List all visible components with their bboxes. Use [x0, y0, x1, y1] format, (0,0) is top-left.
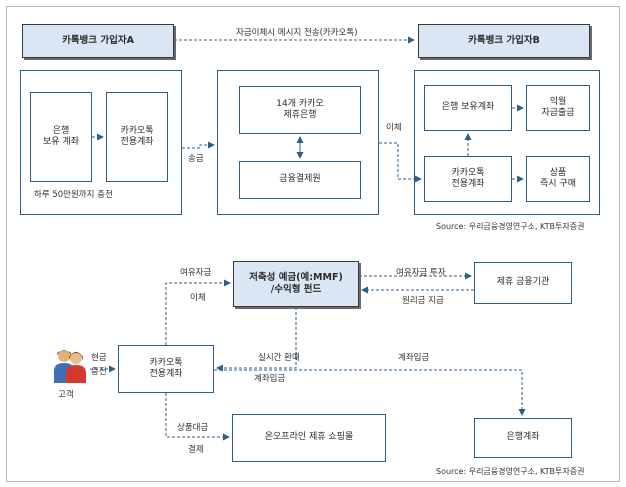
a-bank-account-label: 은행 보유 계좌	[43, 125, 79, 147]
top-source: Source: 우리금융경영연구소, KTB투자증권	[436, 222, 585, 231]
bank-account-box: 은행계좌	[474, 418, 572, 458]
b-kakao-account-label: 카카오톡 전용계좌	[451, 167, 485, 189]
fund-box: 저축성 예금(예:MMF) /수익형 펀드	[233, 261, 359, 307]
transfer-label: 이체	[386, 123, 402, 133]
bottom-source: Source: 우리금융경영연구소, KTB투자증권	[436, 467, 585, 476]
kakao-account-label: 카카오톡 전용계좌	[149, 357, 183, 379]
partner-institution-label: 제휴 금융기관	[496, 277, 550, 288]
b-kakao-account-box: 카카오톡 전용계좌	[424, 156, 512, 202]
arrow-transfer	[379, 142, 422, 183]
bank-b-header: 카톡뱅크 가입자B	[418, 24, 590, 58]
shopping-label: 온오프라인 제휴 쇼핑몰	[264, 432, 354, 443]
fund-label: 저축성 예금(예:MMF) /수익형 펀드	[249, 272, 343, 295]
account-deposit-left-label: 계좌입금	[254, 374, 286, 384]
partner-banks-box: 14개 카카오 제휴은행	[239, 86, 361, 134]
shopping-box: 온오프라인 제휴 쇼핑몰	[232, 414, 386, 462]
a-kakao-account-label: 카카오톡 전용계좌	[120, 125, 154, 147]
bank-b-label: 카톡뱅크 가입자B	[468, 35, 540, 47]
account-deposit-right-label: 계좌입금	[398, 353, 430, 363]
arrow-payment	[165, 393, 230, 441]
b-bank-account-label: 은행 보유계좌	[441, 102, 495, 113]
settlement-center-box: 금융결제원	[239, 161, 361, 199]
settlement-center-label: 금융결제원	[279, 174, 321, 185]
b-bank-account-box: 은행 보유계좌	[424, 85, 512, 131]
b-purchase-box: 상품 즉시 구매	[526, 156, 590, 202]
b-purchase-label: 상품 즉시 구매	[540, 167, 576, 189]
a-bank-account-box: 은행 보유 계좌	[30, 92, 92, 182]
payment-label: 결제	[188, 445, 204, 455]
bank-a-header: 카톡뱅크 가입자A	[22, 24, 174, 58]
a-kakao-account-box: 카카오톡 전용계좌	[106, 92, 168, 182]
kakao-account-box: 카카오톡 전용계좌	[118, 345, 214, 393]
customer-icon	[52, 347, 88, 385]
partner-banks-label: 14개 카카오 제휴은행	[276, 98, 324, 120]
realtime-redeem-label: 실시간 환매	[258, 353, 300, 363]
principal-pay-label: 원리금 지급	[402, 296, 444, 306]
cash-label: 현금	[91, 353, 107, 363]
b-withdraw-box: 익월 자금출금	[526, 85, 590, 131]
bottom-transfer-label: 이체	[190, 293, 206, 303]
product-price-label: 상품대금	[177, 423, 209, 433]
customer-label: 고객	[58, 390, 74, 400]
arrow-deposit	[214, 369, 526, 416]
bank-account-label: 은행계좌	[506, 432, 540, 443]
send-label: 송금	[188, 154, 204, 164]
bank-a-label: 카톡뱅크 가입자A	[62, 35, 134, 47]
partner-institution-box: 제휴 금융기관	[474, 262, 572, 304]
surplus-funds-label: 여유자금	[180, 268, 212, 278]
arrow-redeem	[216, 307, 297, 372]
message-label: 자금이체시 메시지 전송(카카오톡)	[236, 28, 358, 38]
arrow-send	[182, 141, 215, 149]
a-limit-note: 하루 50만원까지 충전	[34, 190, 113, 200]
arrow-surplus	[165, 279, 231, 345]
b-withdraw-label: 익월 자금출금	[541, 96, 575, 118]
charge-label: 충전	[91, 367, 107, 377]
surplus-invest-label: 여유자금 투자	[396, 268, 446, 278]
